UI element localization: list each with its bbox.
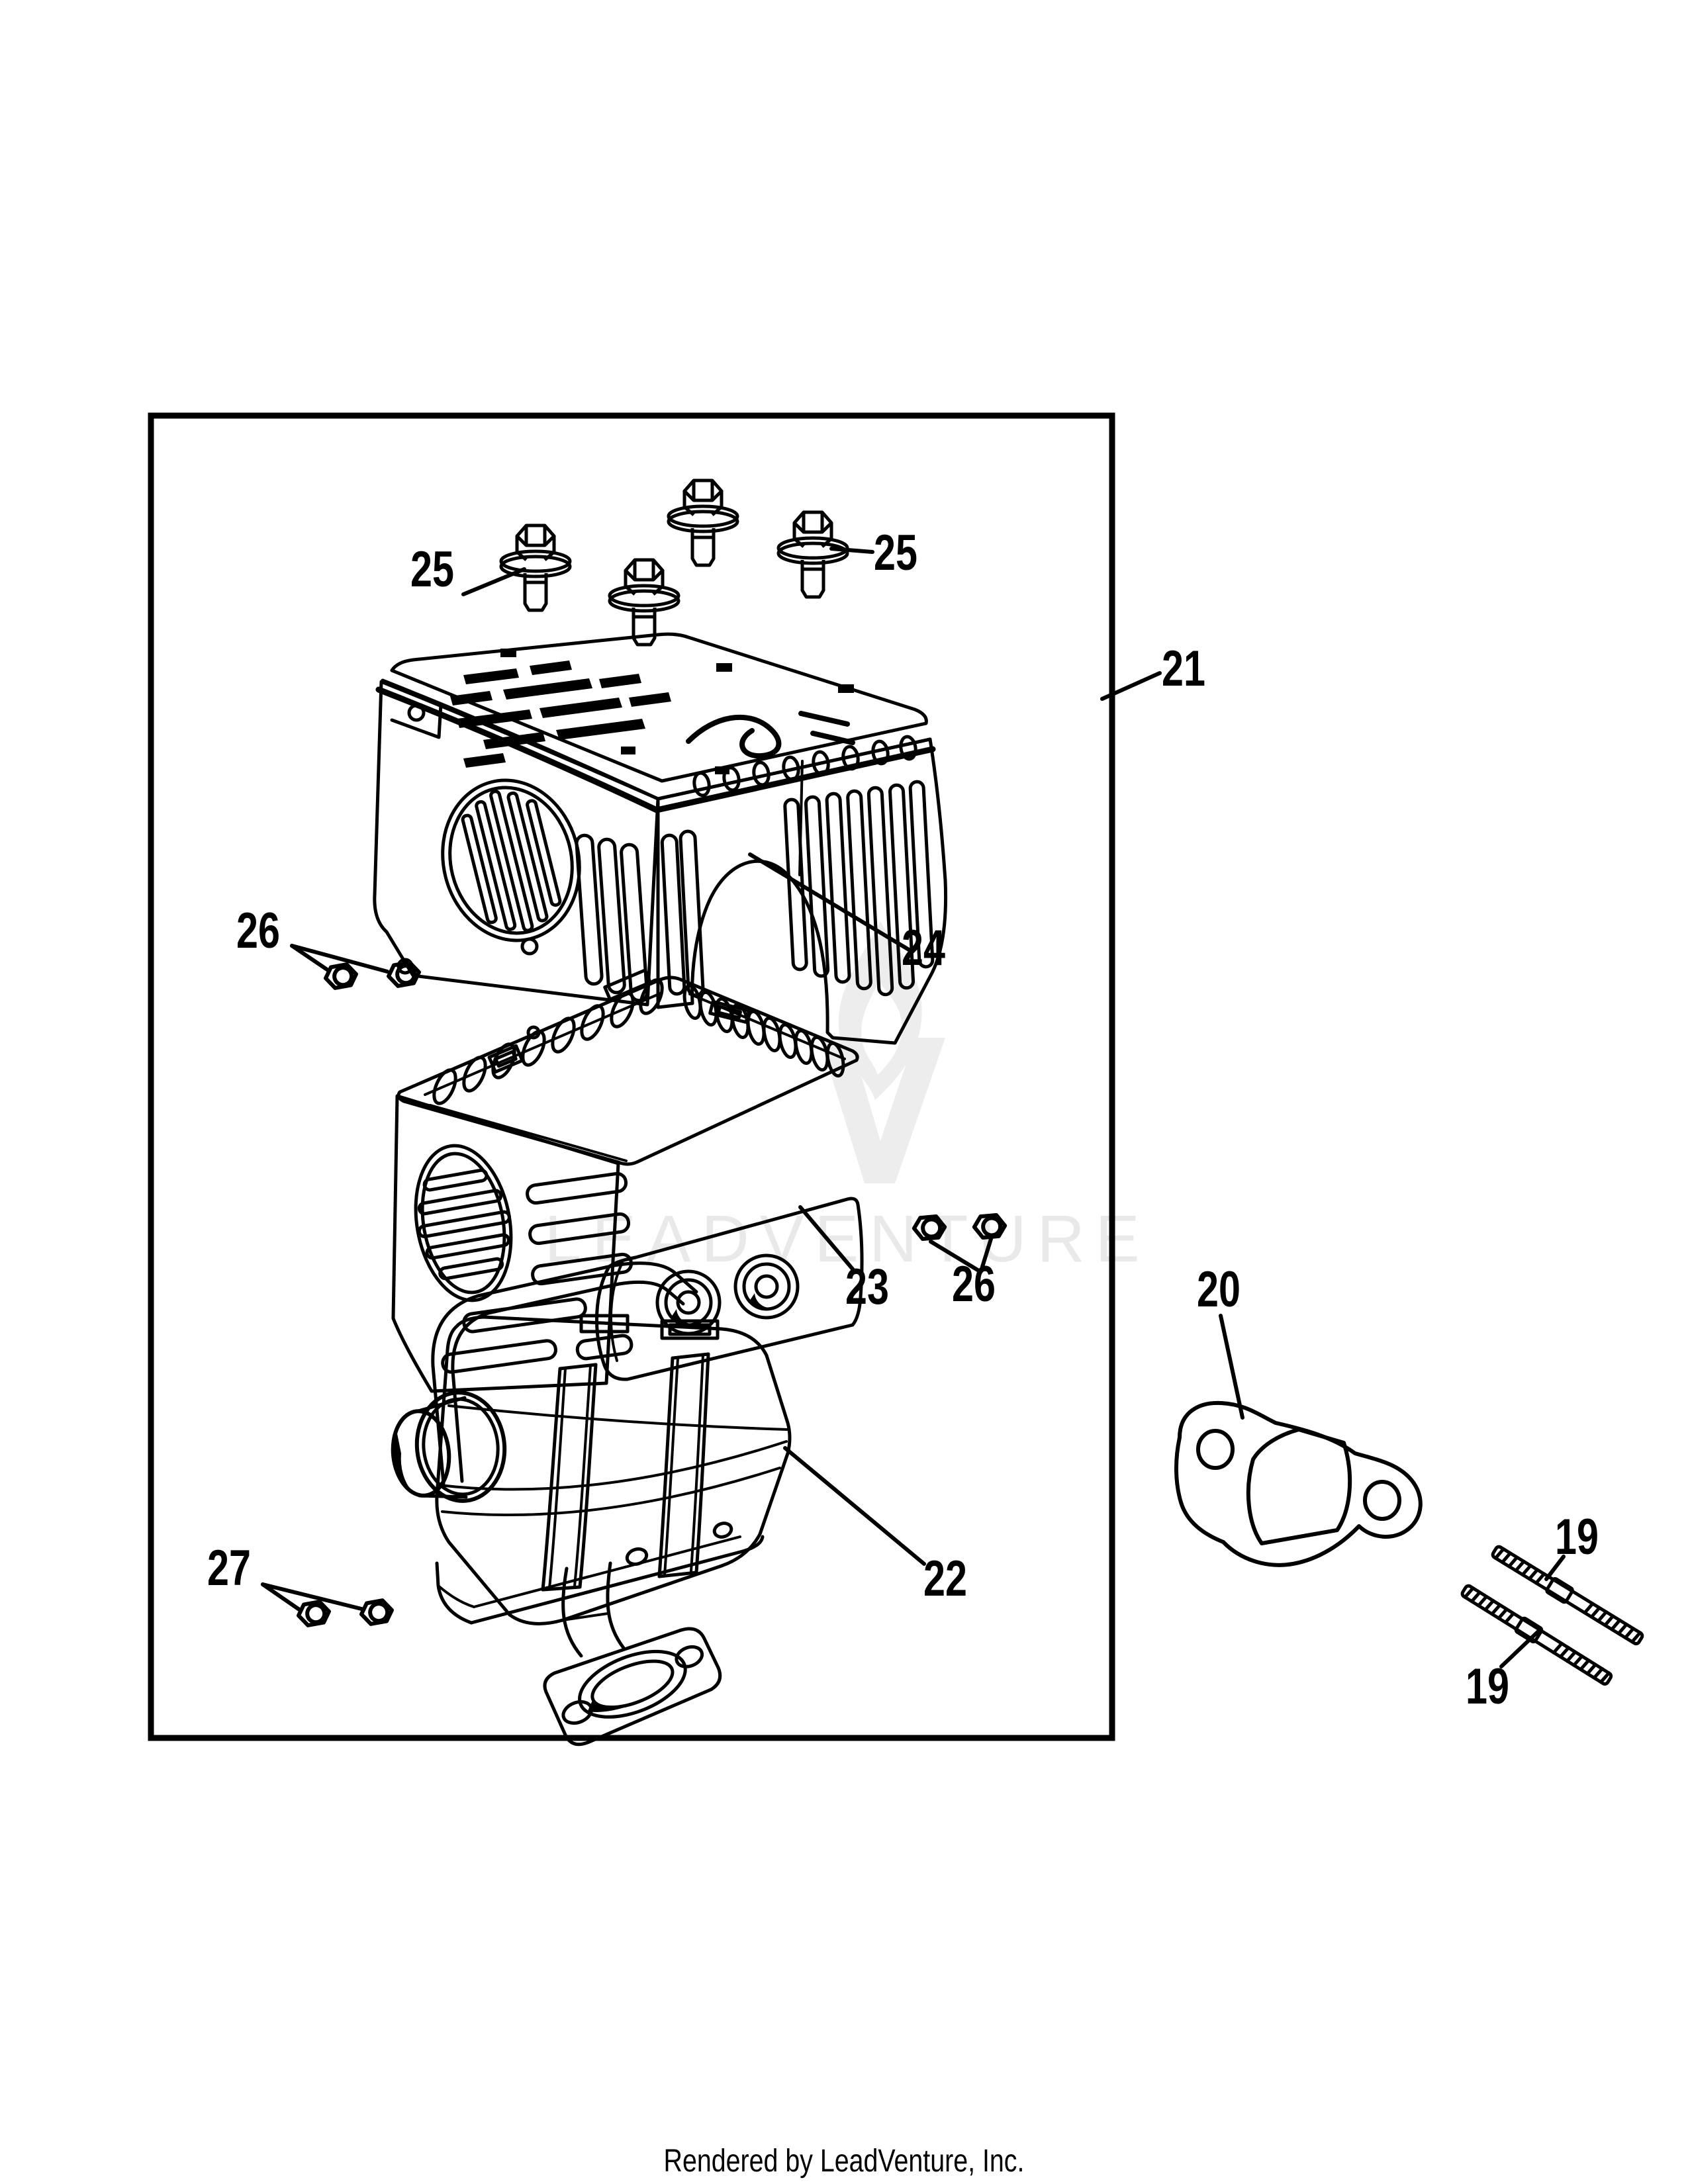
callout-25-left[interactable]: 25 (410, 541, 454, 598)
part-hex-nuts (297, 960, 1008, 1627)
callout-22[interactable]: 22 (923, 1551, 967, 1607)
guard-top-louvers (450, 649, 854, 774)
watermark-flame-cutout (861, 981, 902, 1075)
callout-23[interactable]: 23 (845, 1259, 889, 1315)
part-heat-shield-lower (391, 968, 864, 1393)
callout-21[interactable]: 21 (1162, 641, 1205, 697)
part-flange-bolts (499, 478, 849, 647)
callout-19-upper[interactable]: 19 (1555, 1509, 1599, 1565)
callout-20[interactable]: 20 (1197, 1261, 1241, 1318)
callout-19-lower[interactable]: 19 (1466, 1659, 1509, 1715)
callout-26-right[interactable]: 26 (952, 1256, 996, 1312)
leader-lines (261, 547, 1566, 1668)
leadventure-watermark: LEADVENTURE (544, 921, 1140, 1276)
part-stud-upper (1491, 1545, 1644, 1646)
callout-25-right[interactable]: 25 (874, 525, 917, 581)
part-exhaust-gasket (1174, 1400, 1423, 1567)
callout-27[interactable]: 27 (207, 1540, 251, 1596)
callout-26-left[interactable]: 26 (236, 903, 280, 959)
part-muffler-guard-upper (373, 632, 948, 1045)
diagram-border (148, 412, 1115, 1741)
part-muffler (391, 1261, 792, 1747)
callout-24[interactable]: 24 (902, 920, 945, 976)
footer-credit: Rendered by LeadVenture, Inc. (663, 2144, 1025, 2179)
watermark-v-icon (820, 1038, 945, 1183)
